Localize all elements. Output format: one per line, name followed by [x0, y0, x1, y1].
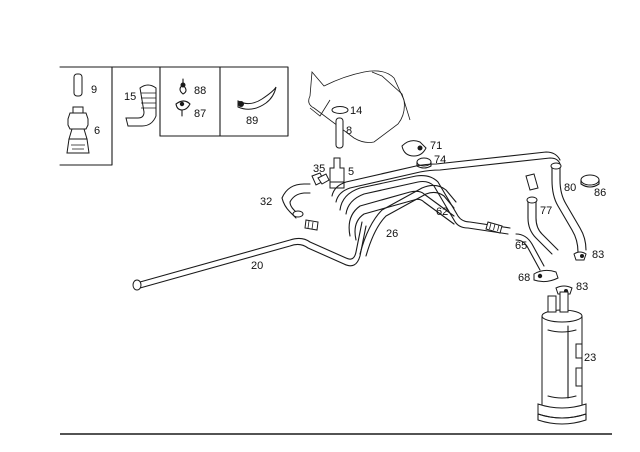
label-35: 35: [313, 163, 325, 175]
label-71: 71: [430, 140, 442, 152]
part-74-cap: [416, 157, 432, 169]
label-88: 88: [194, 85, 206, 97]
label-62: 62: [436, 206, 448, 218]
label-8: 8: [346, 125, 352, 137]
part-14-seal: [331, 106, 349, 114]
label-89: 89: [246, 115, 258, 127]
label-20: 20: [251, 260, 263, 272]
label-83-lower: 83: [576, 281, 588, 293]
part-83-clamp-upper: [573, 251, 587, 261]
part-68-clamp: [533, 269, 559, 283]
part-35-fitting: [311, 172, 330, 186]
part-80-hose: [550, 162, 587, 253]
part-9-tube: [73, 73, 83, 97]
part-8-tube: [335, 117, 344, 149]
label-87: 87: [194, 108, 206, 120]
part-77-hose: [526, 196, 559, 255]
label-80: 80: [564, 182, 576, 194]
label-32: 32: [260, 196, 272, 208]
label-26: 26: [386, 228, 398, 240]
part-20-fuel-line: [132, 219, 367, 291]
part-23-filter-canister: [537, 291, 587, 425]
part-6-valve: [66, 106, 90, 154]
part-15-hose: [125, 84, 157, 127]
part-88-clip: [179, 78, 187, 95]
label-86: 86: [594, 187, 606, 199]
fuel-tank-outline: [308, 70, 411, 143]
label-5: 5: [348, 166, 354, 178]
part-32-hose: [281, 183, 311, 219]
fuel-line-bundle: [331, 151, 561, 257]
label-65: 65: [515, 240, 527, 252]
label-14: 14: [350, 105, 362, 117]
part-71-clamp: [401, 140, 427, 157]
line-62-end-connector: [525, 173, 539, 191]
part-86-cap: [580, 174, 600, 188]
part-87-clip: [175, 100, 191, 117]
label-9: 9: [91, 84, 97, 96]
label-77: 77: [540, 205, 552, 217]
part-5-connector: [329, 157, 345, 189]
label-68: 68: [518, 272, 530, 284]
part-89-strap: [237, 86, 277, 110]
line-62-connector: [485, 221, 503, 234]
label-15: 15: [124, 91, 136, 103]
label-83-upper: 83: [592, 249, 604, 261]
inset-parts-panel: 9 6 15 88 87: [59, 66, 289, 166]
label-6: 6: [94, 125, 100, 137]
part-65-hose: [515, 233, 545, 271]
label-23: 23: [584, 352, 596, 364]
